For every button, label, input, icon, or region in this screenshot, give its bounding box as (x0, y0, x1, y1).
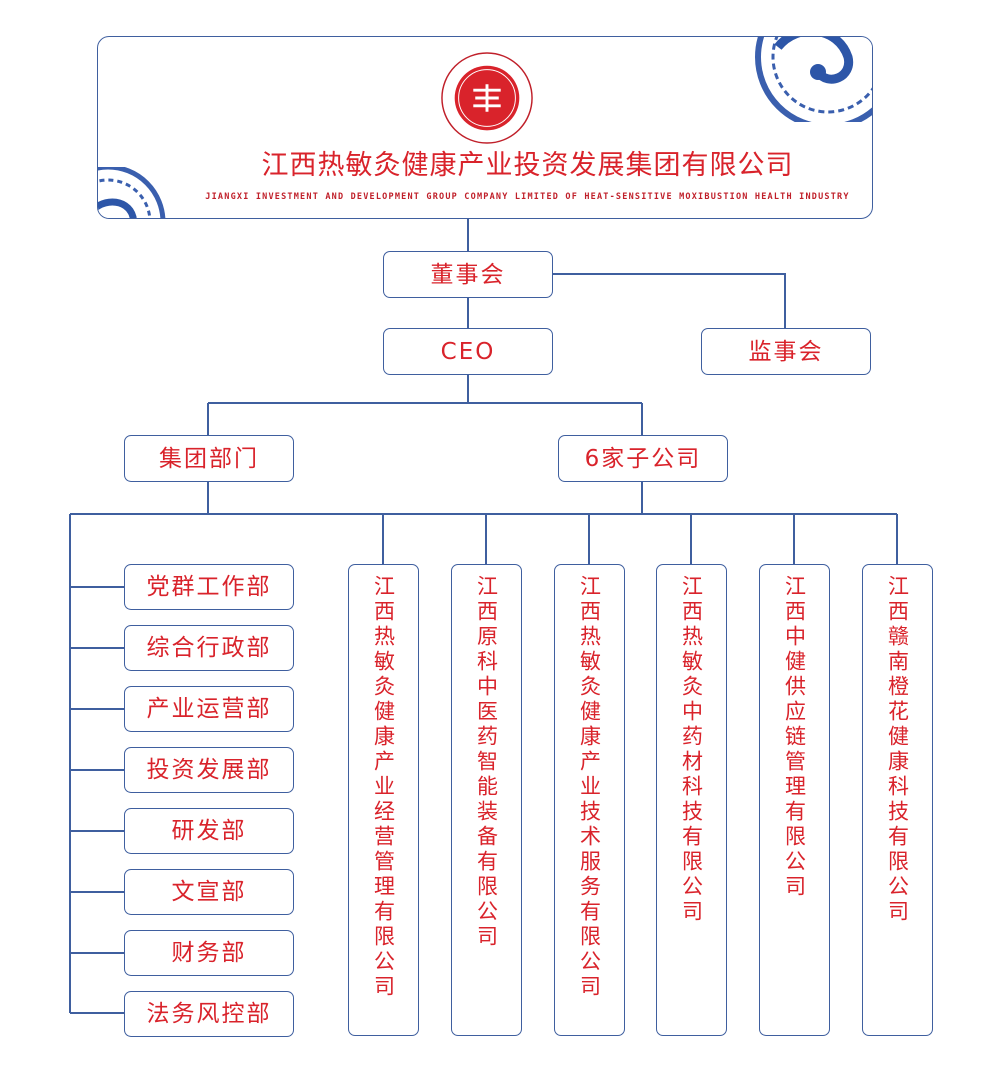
department-label: 产业运营部 (146, 696, 272, 722)
company-logo (441, 52, 533, 144)
subsidiary-box[interactable]: 江西热敏灸健康产业技术服务有限公司 (554, 564, 625, 1036)
department-label: 党群工作部 (146, 574, 272, 600)
company-title: 江西热敏灸健康产业投资发展集团有限公司 (261, 150, 794, 181)
department-box[interactable]: 研发部 (124, 808, 294, 854)
subsidiary-box[interactable]: 江西原科中医药智能装备有限公司 (451, 564, 522, 1036)
department-box[interactable]: 财务部 (124, 930, 294, 976)
department-box[interactable]: 综合行政部 (124, 625, 294, 671)
department-label: 综合行政部 (146, 635, 272, 661)
subsidiary-box[interactable]: 江西中健供应链管理有限公司 (759, 564, 830, 1036)
department-label: 研发部 (171, 818, 247, 844)
department-box[interactable]: 党群工作部 (124, 564, 294, 610)
department-label: 财务部 (171, 940, 247, 966)
department-box[interactable]: 法务风控部 (124, 991, 294, 1037)
subsidiary-label: 江西热敏灸中药材科技有限公司 (679, 575, 704, 925)
group-departments-label: 集团部门 (159, 445, 259, 472)
subsidiary-box[interactable]: 江西赣南橙花健康科技有限公司 (862, 564, 933, 1036)
department-box[interactable]: 产业运营部 (124, 686, 294, 732)
department-label: 投资发展部 (146, 757, 272, 783)
ceo-label: CEO (440, 338, 496, 365)
subsidiary-label: 江西中健供应链管理有限公司 (782, 575, 807, 900)
subsidiary-label: 江西热敏灸健康产业经营管理有限公司 (371, 575, 396, 1000)
blue-white-pattern-icon (98, 167, 166, 218)
subsidiaries-label: 6家子公司 (584, 445, 702, 472)
supervisors-label: 监事会 (748, 338, 824, 365)
department-label: 法务风控部 (146, 1001, 272, 1027)
board-of-directors-box[interactable]: 董事会 (383, 251, 553, 298)
department-label: 文宣部 (171, 879, 247, 905)
company-header: 江西热敏灸健康产业投资发展集团有限公司 JIANGXI INVESTMENT A… (97, 36, 873, 219)
subsidiary-label: 江西原科中医药智能装备有限公司 (474, 575, 499, 950)
department-box[interactable]: 文宣部 (124, 869, 294, 915)
supervisory-board-box[interactable]: 监事会 (701, 328, 871, 375)
blue-white-pattern-icon (755, 37, 872, 122)
subsidiary-box[interactable]: 江西热敏灸中药材科技有限公司 (656, 564, 727, 1036)
company-subtitle: JIANGXI INVESTMENT AND DEVELOPMENT GROUP… (205, 192, 850, 202)
subsidiary-label: 江西赣南橙花健康科技有限公司 (885, 575, 910, 925)
board-label: 董事会 (430, 261, 506, 288)
ceo-box[interactable]: CEO (383, 328, 553, 375)
subsidiaries-box[interactable]: 6家子公司 (558, 435, 728, 482)
subsidiary-box[interactable]: 江西热敏灸健康产业经营管理有限公司 (348, 564, 419, 1036)
group-departments-box[interactable]: 集团部门 (124, 435, 294, 482)
subsidiary-label: 江西热敏灸健康产业技术服务有限公司 (577, 575, 602, 1000)
department-box[interactable]: 投资发展部 (124, 747, 294, 793)
